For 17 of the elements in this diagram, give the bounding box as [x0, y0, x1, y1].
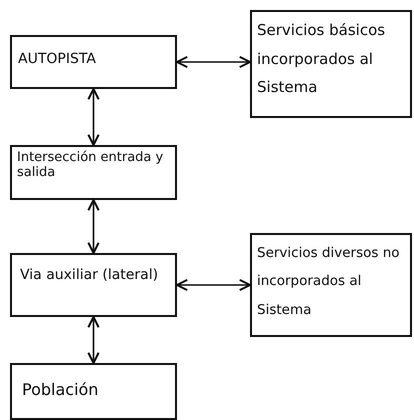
arrow: [87, 198, 100, 254]
process-box: [10, 145, 177, 200]
arrow: [87, 88, 100, 146]
process-box: [10, 253, 177, 317]
arrow: [87, 316, 100, 364]
arrow: [176, 56, 252, 68]
arrow: [176, 278, 252, 292]
process-box: [10, 35, 177, 89]
box-label: Servicios básicos incorporados al Sistema: [257, 20, 386, 98]
process-box: [250, 10, 412, 118]
box-label: AUTOPISTA: [18, 51, 97, 68]
box-label: Población: [22, 381, 100, 400]
process-box: [250, 233, 412, 337]
box-label: Via auxiliar (lateral): [20, 267, 160, 284]
process-box: [10, 363, 177, 420]
box-label: Servicios diversos no incorporados al Sistema: [257, 244, 401, 320]
box-label: Intersección entrada y salida: [17, 151, 164, 181]
